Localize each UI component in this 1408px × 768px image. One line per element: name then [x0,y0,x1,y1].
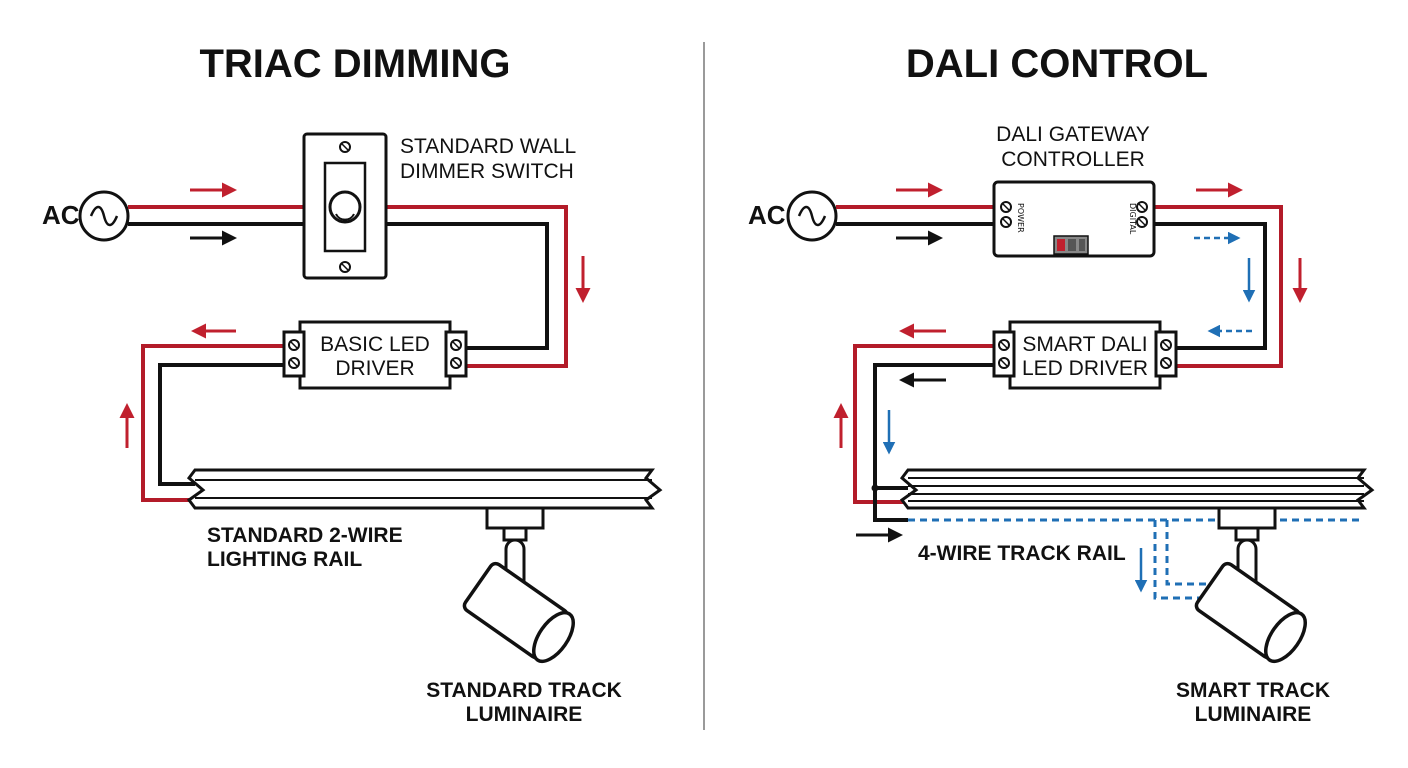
left-live-wire-dimmer-to-driver [386,205,568,368]
luminaire-label-line2: LUMINAIRE [466,703,583,726]
left-neutral-wire-driver-to-rail [158,363,288,486]
smart-luminaire-label-line2: LUMINAIRE [1195,703,1312,726]
four-wire-track-rail [899,468,1375,510]
dimmer-label-line2: DIMMER SWITCH [400,160,574,183]
gateway-label-line1: DALI GATEWAY [996,123,1150,146]
basic-driver-label-line2: DRIVER [335,357,414,380]
standard-2-wire-rail [186,468,663,510]
track-spotlight-icon [462,506,575,664]
dali-signal-drop-1 [1153,520,1202,600]
dimmer-switch [302,132,388,280]
basic-driver-label-line1: BASIC LED [320,333,430,356]
right-neutral-wire-lower [873,488,908,522]
dali-gateway-controller: POWER DIGITAL [992,180,1156,258]
dimmer-knob-icon [328,190,362,224]
left-live-wire-driver-to-rail [141,344,288,502]
smart-luminaire-label-line1: SMART TRACK [1176,679,1330,702]
rail-label-line2: LIGHTING RAIL [207,548,362,571]
right-title: DALI CONTROL [906,42,1208,86]
luminaire-label-line1: STANDARD TRACK [426,679,622,702]
dali-control-panel: DALI CONTROL AC DA [748,42,1375,726]
right-neutral-wire-driver-to-rail [873,363,996,490]
ac-source-icon [786,190,838,242]
ac-source-icon [78,190,130,242]
dali-signal-drop-2 [1165,520,1210,586]
right-ac-label: AC [748,200,786,230]
left-neutral-wire-dimmer-to-driver [386,222,549,350]
smart-driver-label-line2: LED DRIVER [1022,357,1148,380]
smart-dali-led-driver: SMART DALI LED DRIVER [992,320,1178,390]
left-title: TRIAC DIMMING [199,42,510,86]
gateway-label-line2: CONTROLLER [1001,148,1145,171]
gateway-port-power: POWER [1016,203,1025,233]
dip-switch-icon [1053,235,1089,255]
left-ac-label: AC [42,200,80,230]
four-wire-rail-label: 4-WIRE TRACK RAIL [918,542,1126,565]
right-live-wire-gateway-to-driver [1154,205,1283,368]
gateway-port-digital: DIGITAL [1128,203,1137,235]
triac-dimming-panel: TRIAC DIMMING AC ST [42,42,663,726]
right-live-wire-driver-to-rail [853,344,996,504]
dimmer-label-line1: STANDARD WALL [400,135,576,158]
smart-driver-label-line1: SMART DALI [1022,333,1147,356]
right-neutral-wire-gateway-to-driver [1154,222,1267,350]
rail-label-line1: STANDARD 2-WIRE [207,524,403,547]
track-spotlight-icon [1194,506,1307,664]
basic-led-driver: BASIC LED DRIVER [282,320,468,390]
